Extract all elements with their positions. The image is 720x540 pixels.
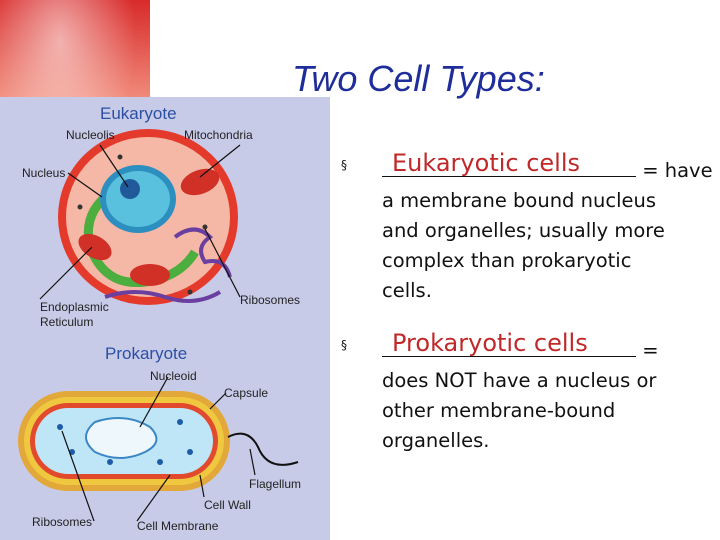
bullet-line: cells.	[382, 279, 432, 302]
bullet-text-lead: =	[636, 339, 659, 362]
bullet-line: does NOT have a nucleus or	[382, 369, 657, 392]
bullet-line: organelles.	[382, 429, 490, 452]
prokaryote-heading: Prokaryote	[105, 344, 187, 363]
bullet-line: complex than prokaryotic	[382, 249, 632, 272]
bullet-line: and organelles; usually more	[382, 219, 665, 242]
bullet-text-lead: = have	[636, 159, 713, 182]
label-endoplasmic: Endoplasmic	[40, 300, 109, 314]
answer-blank: Prokaryotic cells	[382, 329, 636, 357]
bullet-prokaryotic: § Prokaryotic cells = does NOT have a nu…	[338, 329, 716, 456]
bullet-list: § Eukaryotic cells = have a membrane bou…	[338, 149, 716, 456]
label-cell-wall: Cell Wall	[204, 498, 251, 512]
prokaryote-pointers	[61, 376, 256, 522]
bullet-line: a membrane bound nucleus	[382, 189, 657, 212]
label-mitochondria: Mitochondria	[184, 128, 253, 142]
prokaryote-cell	[18, 391, 299, 491]
label-nucleolis: Nucleolis	[66, 128, 115, 142]
label-cell-membrane: Cell Membrane	[137, 519, 219, 533]
label-capsule: Capsule	[224, 386, 268, 400]
answer-eukaryotic: Eukaryotic cells	[392, 149, 581, 177]
label-ribosomes-eukaryote: Ribosomes	[240, 293, 300, 307]
label-nucleus: Nucleus	[22, 166, 65, 180]
label-flagellum: Flagellum	[249, 477, 301, 491]
bullet-marker: §	[341, 158, 347, 172]
bullet-eukaryotic: § Eukaryotic cells = have a membrane bou…	[338, 149, 716, 306]
label-ribosomes-prokaryote: Ribosomes	[32, 515, 92, 529]
eukaryote-pointers	[39, 144, 241, 300]
bullet-line: other membrane-bound	[382, 399, 616, 422]
answer-blank: Eukaryotic cells	[382, 149, 636, 177]
bullet-marker: §	[341, 338, 347, 352]
slide-title: Two Cell Types:	[292, 58, 545, 99]
label-reticulum: Reticulum	[40, 315, 93, 329]
answer-prokaryotic: Prokaryotic cells	[392, 329, 588, 357]
cell-diagram: Eukaryote	[0, 97, 330, 540]
eukaryote-cell	[58, 129, 238, 305]
label-nucleoid: Nucleoid	[150, 369, 197, 383]
eukaryote-heading: Eukaryote	[100, 104, 177, 123]
